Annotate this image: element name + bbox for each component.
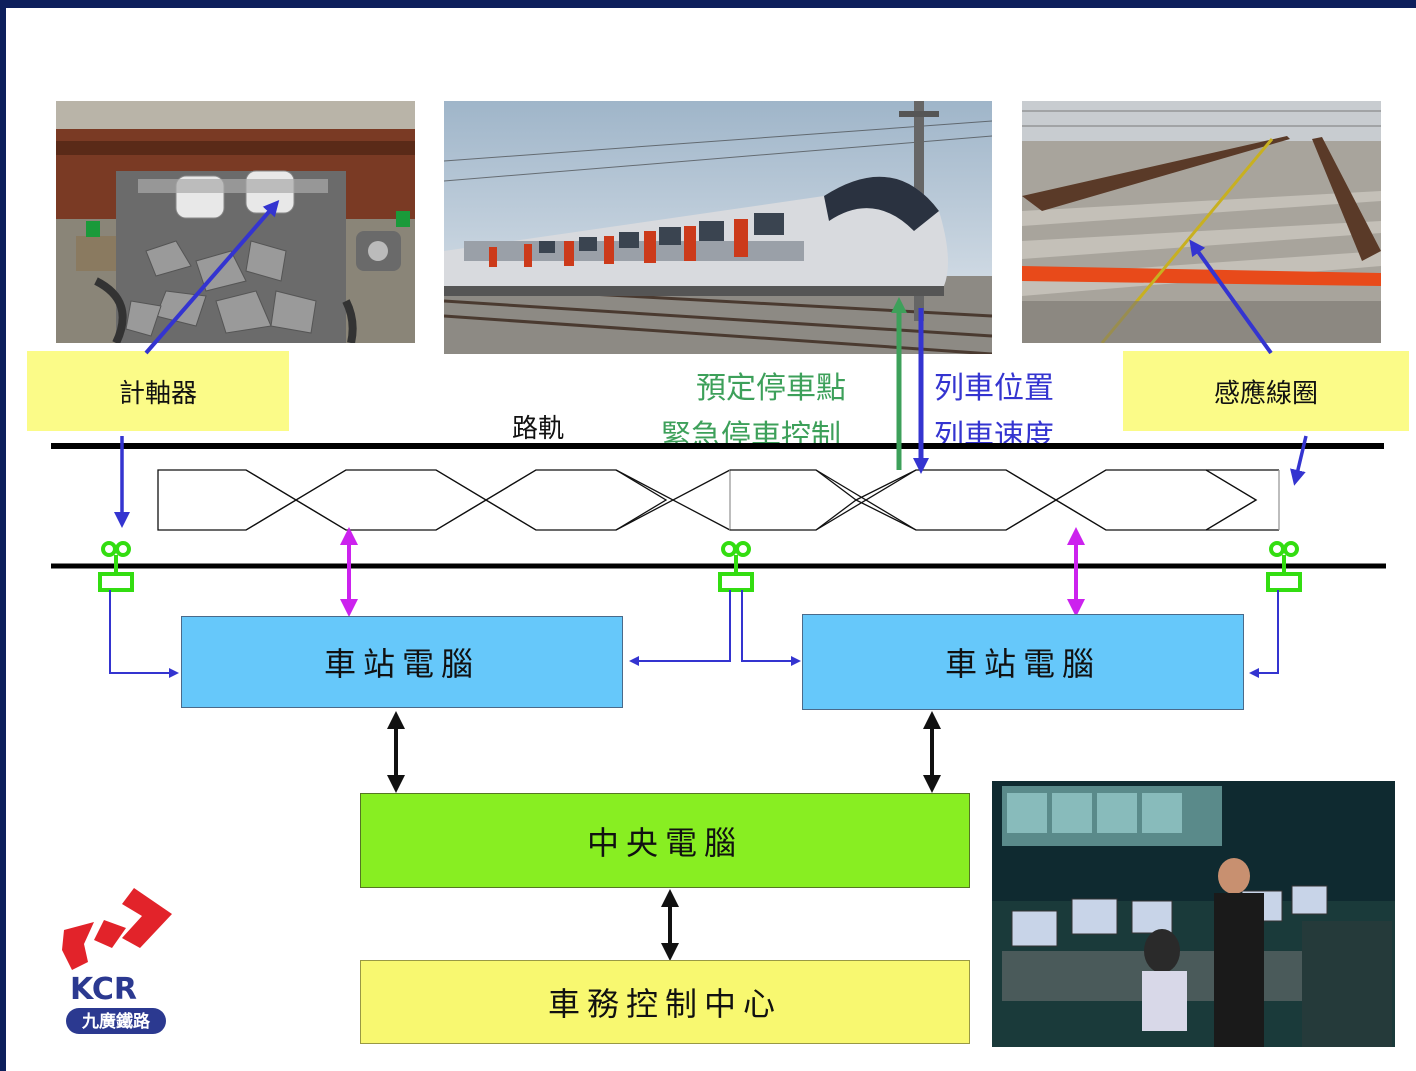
axle-counter-connector bbox=[629, 590, 731, 666]
central-computer: 中央電腦 bbox=[360, 793, 970, 888]
axle-counter-symbol bbox=[1266, 541, 1302, 592]
axle-counter-connector bbox=[741, 590, 801, 666]
axle-counter-connector bbox=[1249, 590, 1279, 678]
kcr-logo: KCR 九廣鐵路 bbox=[62, 886, 182, 1036]
train-position-label: 列車位置 bbox=[934, 371, 1054, 406]
axle-counter-photo bbox=[56, 101, 415, 343]
induction-loop-label: 感應線圈 bbox=[1123, 351, 1409, 431]
slide: 計軸器 感應線圈 路軌 預定停車點 緊急停車控制 列車位置 列車速度 bbox=[6, 8, 1416, 1071]
train-photo bbox=[444, 101, 992, 354]
kcr-logo-mark: KCR 九廣鐵路 bbox=[62, 888, 172, 1034]
induction-loop-down-arrow bbox=[1290, 435, 1308, 486]
axle-counter-connector bbox=[109, 590, 179, 678]
station-computer-left: 車站電腦 bbox=[181, 616, 623, 708]
axle-counter-symbol bbox=[718, 541, 754, 592]
kcr-logo-text: KCR bbox=[70, 972, 137, 1007]
induction-loop-pointer bbox=[1189, 239, 1273, 355]
system-diagram bbox=[51, 199, 1386, 961]
control-centre-photo bbox=[992, 781, 1395, 1047]
kcr-logo-subtext: 九廣鐵路 bbox=[81, 1011, 151, 1032]
induction-loop-cable bbox=[157, 469, 1280, 531]
axle-counter-pointer bbox=[144, 199, 280, 355]
station-computer-right: 車站電腦 bbox=[802, 614, 1244, 710]
operations-control-centre: 車務控制中心 bbox=[360, 960, 970, 1044]
track-label: 路軌 bbox=[512, 414, 565, 444]
stop-point-label: 預定停車點 bbox=[696, 371, 846, 406]
axle-counter-symbol bbox=[98, 541, 134, 592]
axle-counter-label: 計軸器 bbox=[27, 351, 289, 431]
